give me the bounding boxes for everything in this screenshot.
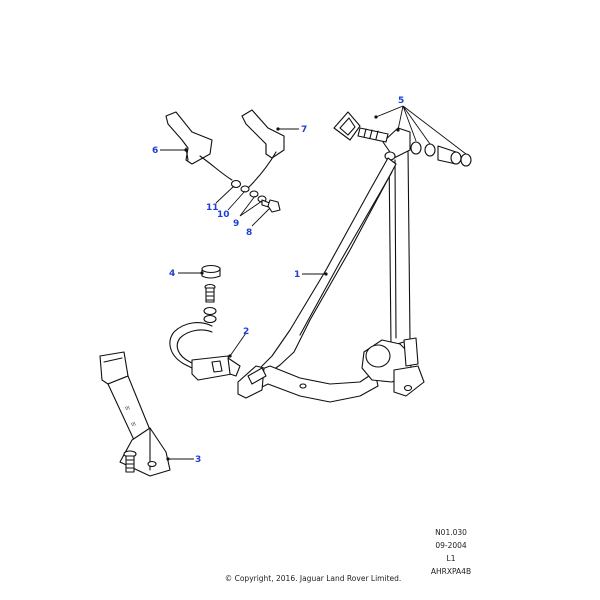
bracket-right — [241, 109, 285, 159]
belt-webbing-lap — [251, 365, 379, 403]
pillar-edge — [394, 159, 397, 339]
callout-3: 3 — [195, 455, 201, 465]
callout-5: 5 — [398, 96, 404, 106]
guide-hole — [384, 151, 396, 161]
leader-11 — [215, 185, 235, 204]
leader-8 — [251, 207, 271, 227]
stalk-buckle-slot — [103, 357, 123, 363]
retractor-base-bracket — [393, 365, 425, 397]
callout-7: 7 — [301, 125, 307, 135]
callout-6: 6 — [152, 146, 158, 156]
callout-8: 8 — [246, 228, 252, 238]
washer-1 — [410, 141, 422, 155]
bolt-thread-4 — [205, 291, 215, 301]
callout-10: 10 — [217, 210, 230, 220]
base-bolt-hole — [403, 384, 413, 392]
buckle-body — [191, 355, 233, 381]
stamp-ref: AHRXPA4B — [431, 567, 471, 576]
buckle-2 — [169, 322, 241, 381]
leader-5-dot-a — [374, 115, 378, 119]
callout-11: 11 — [206, 203, 219, 213]
stack-washer-2 — [203, 314, 217, 324]
anchor-nut — [460, 153, 472, 167]
anchor-bolt — [357, 127, 389, 143]
leader-1-dot — [324, 272, 328, 276]
retractor-pillar — [388, 147, 411, 347]
anchor-cover-inner — [339, 117, 356, 136]
leader-3-dot — [166, 457, 170, 461]
bolt-8-head — [267, 199, 281, 213]
buckle-stalk-3: DJ DJ — [99, 351, 171, 477]
bracket-left-lead — [199, 155, 233, 181]
leader-5 — [375, 105, 467, 155]
bracket-right-lead — [247, 151, 277, 189]
leader-4-dot — [200, 271, 204, 275]
nut-11 — [230, 179, 242, 189]
leader-2 — [229, 332, 247, 357]
stamp-date: 09-2004 — [435, 541, 467, 550]
lap-hole — [299, 383, 307, 389]
cap-top — [201, 264, 221, 274]
washer-10 — [240, 185, 250, 193]
callout-9: 9 — [233, 219, 239, 229]
seat-belt-assembly — [237, 127, 425, 403]
callout-2: 2 — [243, 327, 249, 337]
callout-1: 1 — [294, 270, 300, 280]
washer-2 — [424, 143, 436, 157]
webbing-fold — [299, 171, 393, 336]
cap-and-bolt — [201, 264, 221, 324]
leader-2-dot — [228, 354, 232, 358]
stack-washer-1 — [203, 306, 217, 316]
upper-anchor-hardware — [333, 111, 472, 167]
callout-4: 4 — [169, 269, 175, 279]
stalk-bolt-thread — [125, 459, 135, 469]
retractor-side-plate — [403, 337, 419, 367]
stalk-label-lower: DJ — [130, 421, 136, 427]
stamp-code: N01.030 — [435, 528, 467, 537]
leader-10 — [227, 190, 246, 211]
copyright-text: © Copyright, 2016. Jaguar Land Rover Lim… — [225, 574, 402, 583]
stamp-block: N01.030 09-2004 L1 AHRXPA4B — [431, 528, 471, 576]
retractor-spool — [365, 344, 391, 368]
bracket-left — [165, 111, 213, 165]
leader-lines — [160, 105, 467, 461]
stalk-bolt-hole — [147, 460, 157, 468]
bolt-thread — [363, 128, 379, 140]
buckle-mouth — [227, 357, 241, 377]
stalk-label-upper: DJ — [124, 405, 130, 411]
stamp-level: L1 — [447, 554, 456, 563]
anchor-cover — [333, 111, 361, 141]
brackets — [165, 109, 285, 189]
buckle-cable-inner — [176, 329, 213, 367]
leader-7-dot — [276, 127, 280, 131]
washer-9a — [249, 190, 259, 198]
latch-plate — [247, 367, 267, 385]
callouts: 1 2 3 4 5 6 7 8 9 10 11 — [152, 96, 404, 465]
leader-6-dot — [184, 148, 188, 152]
spacer-end — [450, 151, 462, 165]
leader-5-dot-b — [396, 128, 400, 132]
buckle-button — [211, 360, 223, 373]
leader-9 — [239, 195, 263, 217]
buckle-cable-outer — [169, 322, 213, 371]
small-fasteners — [230, 179, 281, 213]
